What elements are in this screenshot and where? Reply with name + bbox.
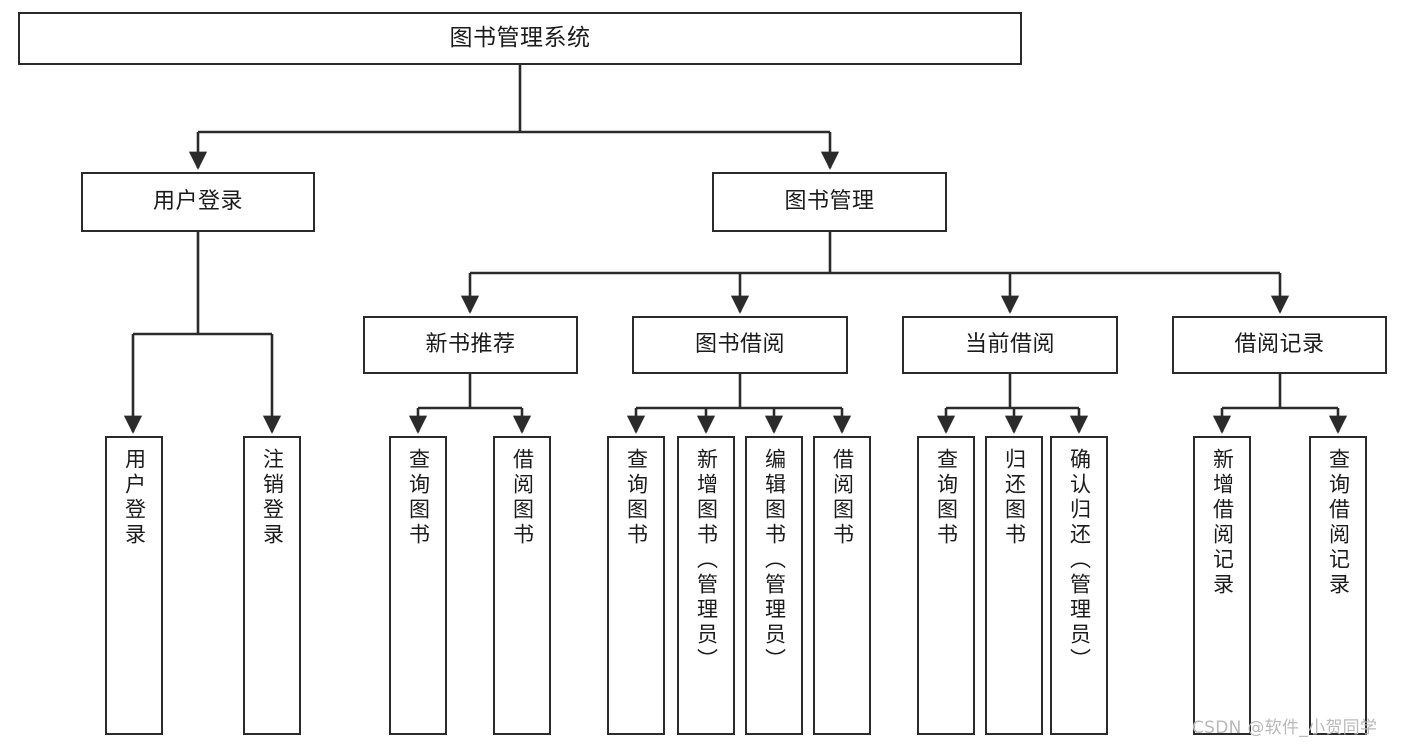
- node-leaf-user-login[interactable]: 用户登录: [105, 436, 163, 735]
- node-label: 当前借阅: [964, 331, 1055, 357]
- node-label: 借阅图书: [830, 448, 855, 548]
- node-leaf-query-book-borrow[interactable]: 查询图书: [607, 436, 665, 735]
- node-label: 用户登录: [152, 188, 243, 214]
- node-book-management[interactable]: 图书管理: [712, 172, 947, 232]
- node-label: 查询图书: [406, 448, 431, 548]
- node-leaf-return-book[interactable]: 归还图书: [985, 436, 1043, 735]
- node-leaf-query-borrow-record[interactable]: 查询借阅记录: [1309, 436, 1367, 735]
- node-leaf-borrow-book[interactable]: 借阅图书: [813, 436, 871, 735]
- node-label: 新书推荐: [425, 331, 516, 357]
- node-label: 图书借阅: [694, 331, 785, 357]
- csdn-watermark: CSDN @软件_小贺同学: [1192, 718, 1378, 738]
- node-leaf-confirm-return-admin[interactable]: 确认归还（管理员）: [1050, 436, 1108, 735]
- node-label: 归还图书: [1002, 448, 1027, 548]
- node-label: 借阅图书: [510, 448, 535, 548]
- node-current-borrow[interactable]: 当前借阅: [902, 316, 1118, 374]
- node-book-borrow[interactable]: 图书借阅: [632, 316, 848, 374]
- node-label: 图书管理: [784, 188, 875, 214]
- node-label: 确认归还（管理员）: [1067, 448, 1092, 673]
- node-leaf-logout[interactable]: 注销登录: [243, 436, 301, 735]
- node-label: 查询借阅记录: [1326, 448, 1351, 598]
- node-label: 用户登录: [122, 448, 147, 548]
- node-leaf-borrow-book-recommend[interactable]: 借阅图书: [493, 436, 551, 735]
- node-leaf-add-book-admin[interactable]: 新增图书（管理员）: [677, 436, 735, 735]
- node-label: 编辑图书（管理员）: [762, 448, 787, 673]
- node-label: 注销登录: [260, 448, 285, 548]
- node-user-login[interactable]: 用户登录: [81, 172, 315, 232]
- node-leaf-add-borrow-record[interactable]: 新增借阅记录: [1193, 436, 1251, 735]
- node-label: 新增借阅记录: [1210, 448, 1235, 598]
- node-label: 图书管理系统: [449, 24, 591, 51]
- node-new-book-recommendation[interactable]: 新书推荐: [363, 316, 578, 374]
- node-label: 借阅记录: [1234, 331, 1325, 357]
- node-label: 查询图书: [624, 448, 649, 548]
- node-borrow-record[interactable]: 借阅记录: [1172, 316, 1387, 374]
- node-leaf-edit-book-admin[interactable]: 编辑图书（管理员）: [745, 436, 803, 735]
- node-label: 查询图书: [934, 448, 959, 548]
- node-leaf-query-book-current[interactable]: 查询图书: [917, 436, 975, 735]
- node-root-book-management-system[interactable]: 图书管理系统: [18, 12, 1022, 65]
- node-leaf-query-book-recommend[interactable]: 查询图书: [389, 436, 447, 735]
- node-label: 新增图书（管理员）: [694, 448, 719, 673]
